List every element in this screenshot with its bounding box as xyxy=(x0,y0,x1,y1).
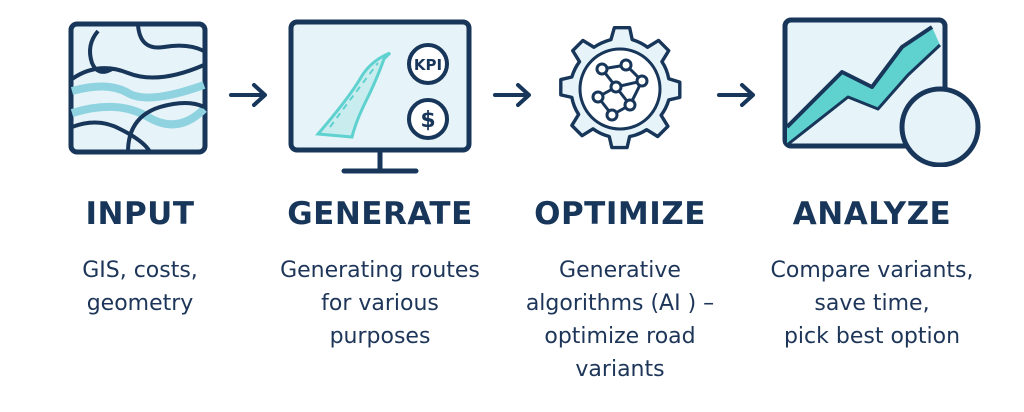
desc-line: algorithms (AI ) – xyxy=(525,291,715,316)
desc-line: purposes xyxy=(329,324,431,349)
desc-line: Generative xyxy=(559,258,681,283)
step-description: Generative algorithms (AI ) – optimize r… xyxy=(510,254,730,386)
desc-line: GIS, costs, xyxy=(82,258,198,283)
gear-network-icon xyxy=(559,25,682,150)
step-optimize: OPTIMIZE Generative algorithms (AI ) – o… xyxy=(520,0,720,412)
step-description: GIS, costs, geometry xyxy=(40,254,240,320)
step-input: INPUT GIS, costs, geometry xyxy=(40,0,240,412)
desc-line: optimize road xyxy=(544,324,696,349)
desc-line: variants xyxy=(575,357,665,382)
kpi-badge: KPI xyxy=(414,56,442,74)
map-icon xyxy=(68,21,208,155)
desc-line: save time, xyxy=(814,291,930,316)
desc-line: Generating routes xyxy=(280,258,480,283)
desc-line: geometry xyxy=(86,291,194,316)
monitor-icon: KPI $ xyxy=(288,19,472,174)
arrow-right-icon xyxy=(493,83,531,107)
step-description: Compare variants, save time, pick best o… xyxy=(762,254,982,353)
step-title: OPTIMIZE xyxy=(534,196,706,232)
chart-magnifier-icon xyxy=(782,17,981,167)
desc-line: for various xyxy=(321,291,439,316)
desc-line: Compare variants, xyxy=(770,258,974,283)
step-generate: KPI $ GENERATE Generating routes for var… xyxy=(270,0,490,412)
desc-line: pick best option xyxy=(783,324,961,349)
step-description: Generating routes for various purposes xyxy=(270,254,490,353)
step-title: INPUT xyxy=(85,196,195,232)
step-analyze: ANALYZE Compare variants, save time, pic… xyxy=(762,0,982,412)
arrow-right-icon xyxy=(229,83,267,107)
arrow-right-icon xyxy=(717,83,755,107)
dollar-icon: $ xyxy=(420,108,435,133)
step-title: ANALYZE xyxy=(792,196,952,232)
step-title: GENERATE xyxy=(287,196,473,232)
